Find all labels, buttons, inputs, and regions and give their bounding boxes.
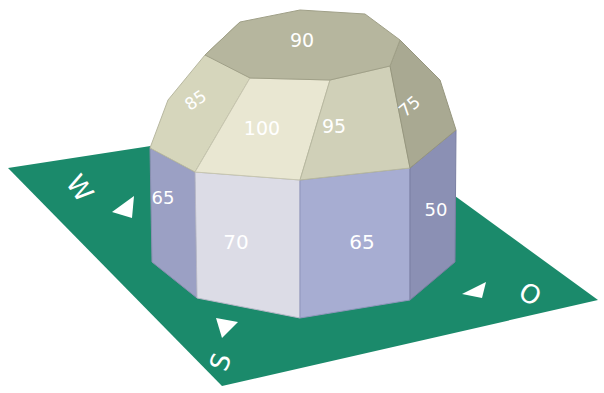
roof-top	[205, 10, 400, 80]
direction-triangle	[216, 318, 238, 338]
wall-value: 50	[425, 201, 448, 219]
roof-value: 90	[290, 31, 314, 50]
wall-face	[300, 168, 410, 318]
roof-value: 100	[244, 119, 280, 138]
roof-value: 95	[322, 117, 346, 136]
wall-value: 65	[349, 232, 374, 252]
direction-triangle	[462, 282, 486, 298]
wall-face	[195, 172, 300, 318]
roof-face	[390, 40, 456, 168]
wall-face	[150, 148, 197, 298]
wall-value: 65	[152, 189, 175, 207]
direction-triangle	[112, 196, 134, 218]
wall-value: 70	[223, 232, 248, 252]
